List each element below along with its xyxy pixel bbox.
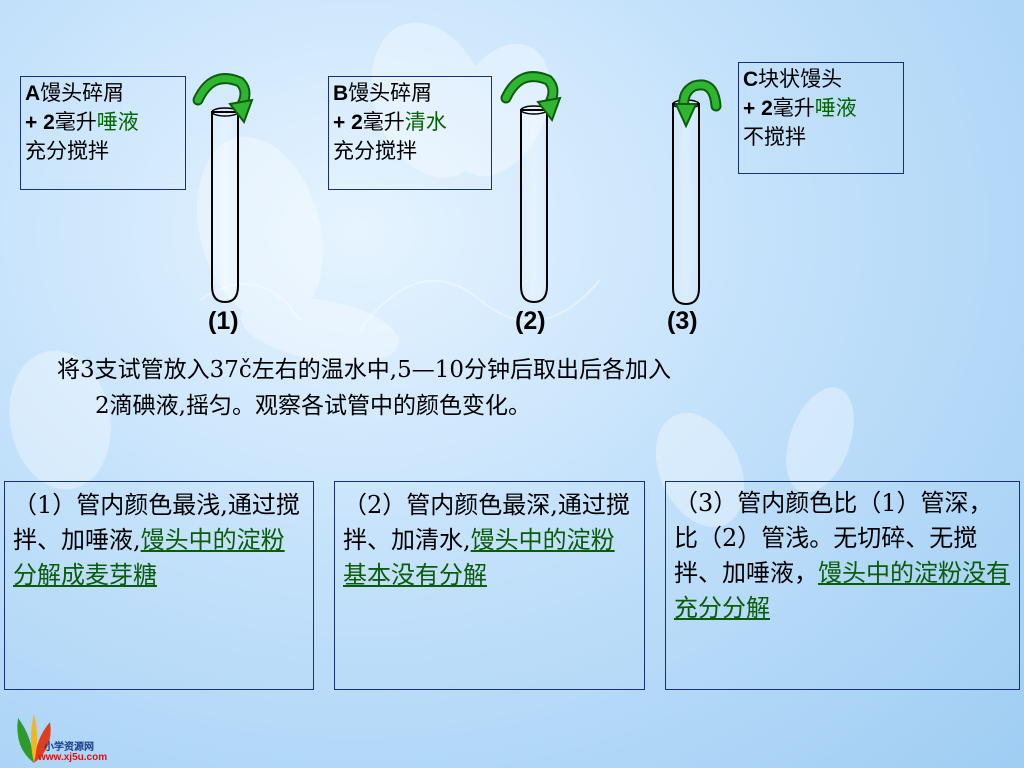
result-box-1: （1）管内颜色最浅,通过搅拌、加唾液,馒头中的淀粉分解成麦芽糖 <box>4 481 314 690</box>
tube-c-material: 块状馒头 <box>758 68 843 91</box>
tube-a-amount: + 2 <box>25 111 55 134</box>
result-1-text: （1）管内颜色最浅,通过搅拌、加唾液, <box>13 491 300 554</box>
test-tube-3 <box>672 99 700 306</box>
tube-c-label: C块状馒头 + 2毫升唾液 不搅拌 <box>738 62 904 174</box>
result-1-conclusion: 馒头中的淀粉分解成麦芽糖 <box>13 526 285 589</box>
tube-c-treatment: 不搅拌 <box>743 126 806 149</box>
tube-c-letter: C <box>743 68 759 91</box>
result-2-conclusion: 馒头中的淀粉基本没有分解 <box>343 526 615 589</box>
tube-b-label: B馒头碎屑 + 2毫升清水 充分搅拌 <box>328 76 492 190</box>
tube-a-label: A馒头碎屑 + 2毫升唾液 充分搅拌 <box>20 76 186 190</box>
tube-b-material: 馒头碎屑 <box>348 82 433 105</box>
pour-arrow-2 <box>500 71 562 123</box>
result-box-3: （3）管内颜色比（1）管深，比（2）管浅。无切碎、无搅拌、加唾液，馒头中的淀粉没… <box>665 481 1020 690</box>
tube-a-treatment: 充分搅拌 <box>25 140 109 163</box>
tube-b-unit: 毫升 <box>362 111 405 134</box>
tube-a-material: 馒头碎屑 <box>40 82 125 105</box>
test-tube-1 <box>211 107 239 304</box>
result-2-text: （2）管内颜色最深,通过搅拌、加清水, <box>343 491 630 554</box>
tube-number-2: (2) <box>515 307 546 335</box>
site-url: www.xj5u.com <box>38 752 108 763</box>
tube-b-treatment: 充分搅拌 <box>333 140 417 163</box>
instruction-line-2: 2滴碘液,摇匀。观察各试管中的颜色变化。 <box>95 393 531 419</box>
site-name: 小学资源网 <box>44 742 94 753</box>
pour-arrow-3 <box>674 79 722 129</box>
tube-b-amount: + 2 <box>333 111 363 134</box>
result-3-conclusion: 馒头中的淀粉没有充分分解 <box>674 559 1010 622</box>
tube-number-3: (3) <box>667 307 698 335</box>
tube-a-letter: A <box>25 82 41 105</box>
result-3-text: （3）管内颜色比（1）管深，比（2）管浅。无切碎、无搅拌、加唾液， <box>674 489 993 587</box>
tube-b-liquid: 清水 <box>404 111 447 134</box>
tube-c-unit: 毫升 <box>772 97 815 120</box>
tube-c-amount: + 2 <box>743 97 773 120</box>
tube-a-unit: 毫升 <box>54 111 97 134</box>
pour-arrow-1 <box>192 73 254 125</box>
tube-number-1: (1) <box>208 307 239 335</box>
experiment-instruction: 将3支试管放入37č左右的温水中,5—10分钟后取出后各加入 2滴碘液,摇匀。观… <box>57 352 977 424</box>
tube-c-liquid: 唾液 <box>814 97 857 120</box>
instruction-line-1: 将3支试管放入37č左右的温水中,5—10分钟后取出后各加入 <box>57 357 671 383</box>
tube-b-letter: B <box>333 82 349 105</box>
tube-a-liquid: 唾液 <box>96 111 139 134</box>
result-box-2: （2）管内颜色最深,通过搅拌、加清水,馒头中的淀粉基本没有分解 <box>334 481 645 690</box>
test-tube-2 <box>520 105 548 304</box>
